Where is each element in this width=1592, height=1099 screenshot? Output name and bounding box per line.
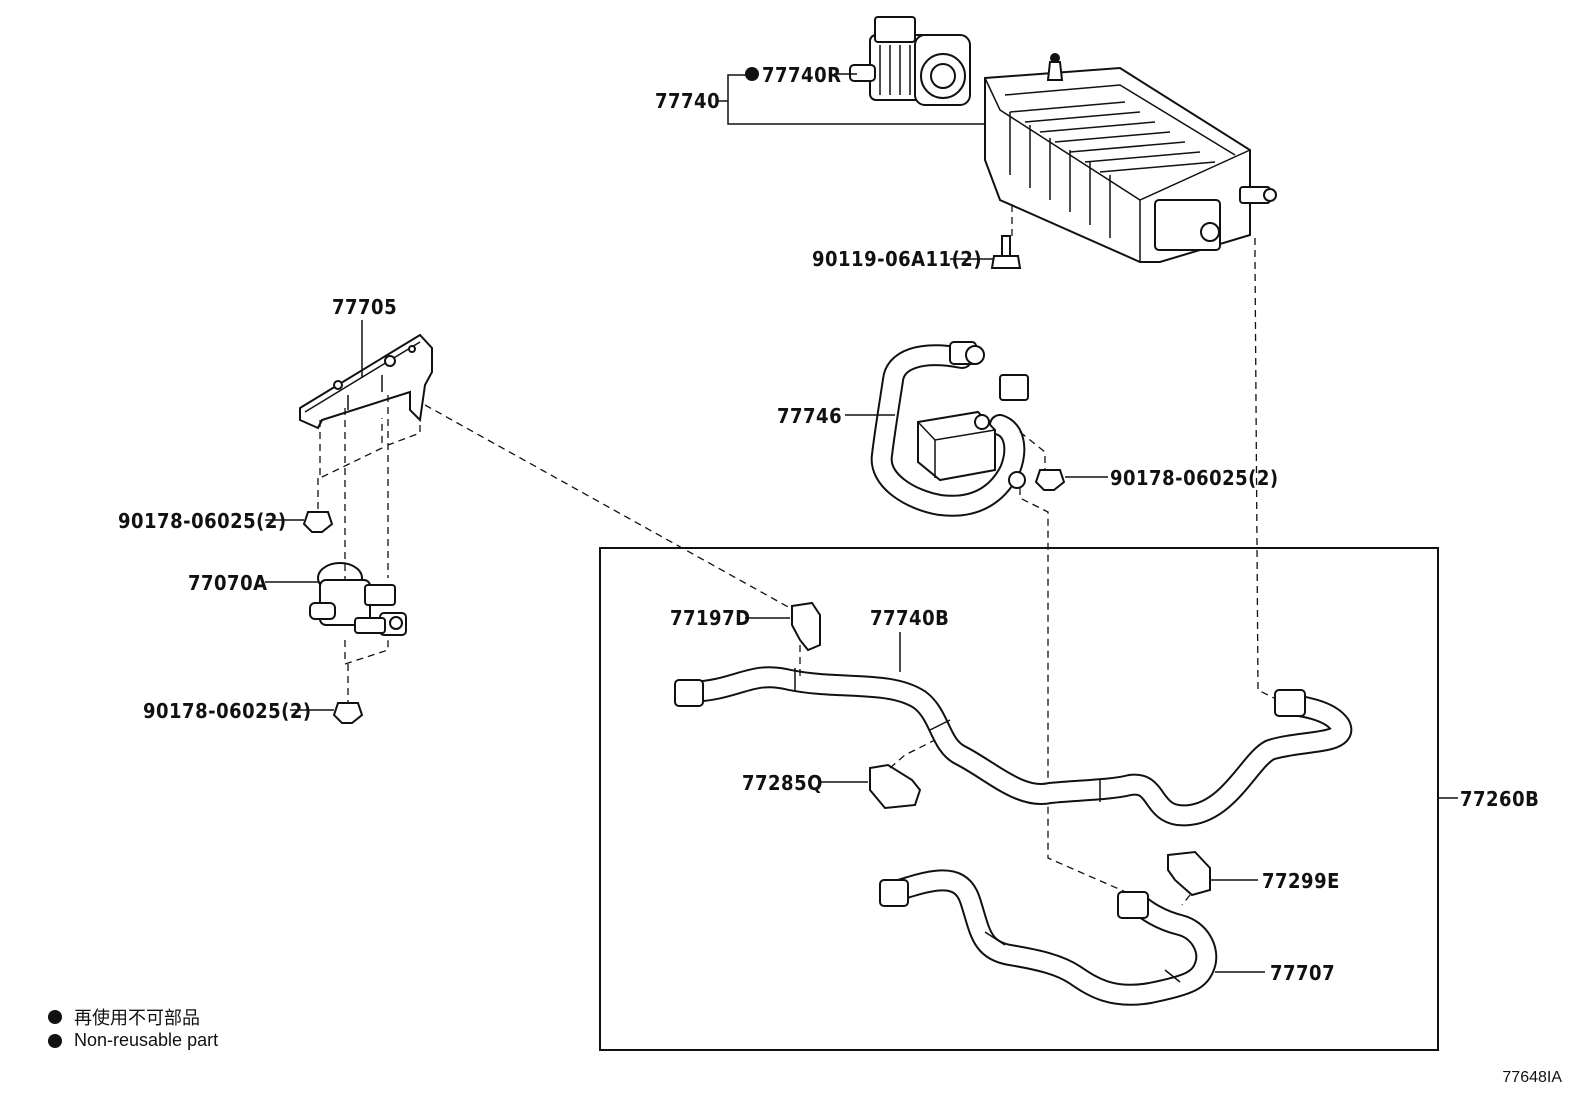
label-77746: 77746 (777, 404, 842, 428)
nut-upper-left (302, 511, 334, 533)
legend-japanese: 再使用不可部品 (48, 1004, 200, 1030)
label-77197d: 77197D (670, 606, 751, 630)
label-77705: 77705 (332, 295, 397, 319)
bracket (299, 333, 433, 430)
label-77740: 77740 (655, 89, 720, 113)
label-77707: 77707 (1270, 961, 1335, 985)
bullet-icon (48, 1033, 62, 1048)
label-77285q: 77285Q (742, 771, 823, 795)
clamp-77299e (1167, 850, 1211, 897)
legend-english-text: Non-reusable part (74, 1030, 219, 1050)
label-77260b: 77260B (1460, 787, 1539, 811)
label-90178-right: 90178-06025(2) (1110, 466, 1279, 490)
vsv-valve (309, 562, 407, 636)
hose-lower (879, 869, 1218, 1006)
nut-lower-left (332, 702, 364, 724)
hose-group-frame (599, 547, 1439, 1051)
hose-upper-long (674, 666, 1352, 827)
legend-english: Non-reusable part (48, 1030, 218, 1051)
hose-assy-upper (870, 341, 1029, 517)
clamp-77197d (791, 601, 821, 652)
label-90119-06a11: 90119-06A11(2) (812, 247, 982, 271)
figure-id: 77648IA (1502, 1069, 1562, 1086)
label-77070a: 77070A (188, 571, 268, 595)
label-77299e: 77299E (1262, 869, 1340, 893)
canister-valve (849, 16, 971, 106)
nut-right (1034, 469, 1066, 491)
charcoal-canister (984, 53, 1277, 263)
legend-japanese-text: 再使用不可部品 (74, 1008, 200, 1028)
label-77740r: 77740R (762, 63, 841, 87)
canister-bolt (990, 235, 1022, 269)
clamp-77285q (869, 763, 922, 810)
non-reusable-marker-icon (745, 67, 759, 81)
bullet-icon (48, 1010, 62, 1024)
label-90178-upper-left: 90178-06025(2) (118, 509, 287, 533)
label-77740b: 77740B (870, 606, 949, 630)
label-90178-lower-left: 90178-06025(2) (143, 699, 312, 723)
